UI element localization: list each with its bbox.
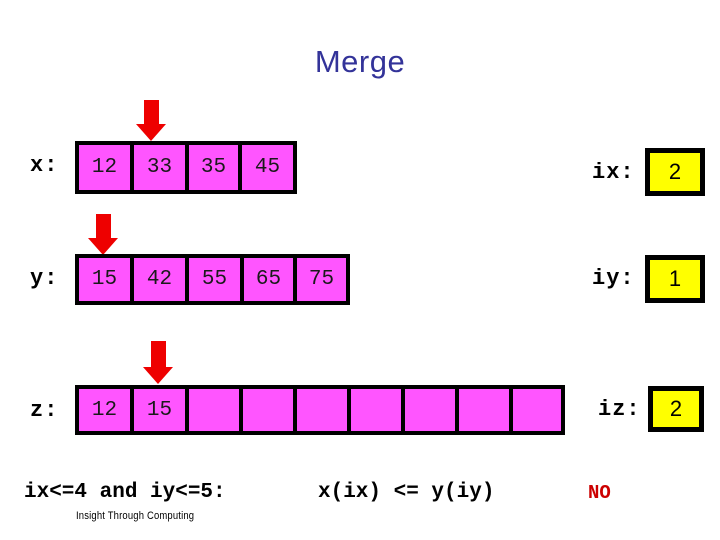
array-cell-y-4[interactable]: 75: [297, 258, 346, 301]
array-cell-y-2[interactable]: 55: [189, 258, 244, 301]
array-cell-z-8[interactable]: [513, 389, 561, 431]
array-cell-z-4[interactable]: [297, 389, 351, 431]
array-cell-x-1[interactable]: 33: [134, 145, 189, 190]
array-cell-z-3[interactable]: [243, 389, 297, 431]
caption-answer: NO: [588, 482, 611, 504]
caption-comparison: x(ix) <= y(iy): [318, 481, 495, 504]
array-label-x: x:: [30, 153, 59, 178]
array-y: 15 42 55 65 75: [75, 254, 350, 305]
arrow-shaft: [95, 214, 111, 238]
pointer-arrow-z: [143, 341, 173, 384]
arrow-shaft: [143, 100, 159, 124]
array-cell-x-3[interactable]: 45: [242, 145, 293, 190]
array-z: 12 15: [75, 385, 565, 435]
array-label-z: z:: [30, 398, 59, 423]
array-x: 12 33 35 45: [75, 141, 297, 194]
page-title: Merge: [314, 44, 406, 79]
array-cell-z-7[interactable]: [459, 389, 513, 431]
scalar-value-ix[interactable]: 2: [645, 148, 705, 196]
scalar-value-iz[interactable]: 2: [648, 386, 704, 432]
arrow-head: [88, 238, 118, 255]
array-cell-z-5[interactable]: [351, 389, 405, 431]
array-cell-x-2[interactable]: 35: [189, 145, 242, 190]
scalar-label-ix: ix:: [592, 160, 635, 185]
caption-condition: ix<=4 and iy<=5:: [24, 481, 226, 504]
array-cell-y-1[interactable]: 42: [134, 258, 189, 301]
array-cell-z-0[interactable]: 12: [79, 389, 134, 431]
array-cell-x-0[interactable]: 12: [79, 145, 134, 190]
pointer-arrow-x: [136, 100, 166, 141]
array-cell-y-0[interactable]: 15: [79, 258, 134, 301]
pointer-arrow-y: [88, 214, 118, 255]
array-cell-y-3[interactable]: 65: [244, 258, 297, 301]
scalar-label-iz: iz:: [598, 397, 641, 422]
arrow-head: [143, 367, 173, 384]
scalar-value-iy[interactable]: 1: [645, 255, 705, 303]
array-cell-z-1[interactable]: 15: [134, 389, 189, 431]
array-cell-z-2[interactable]: [189, 389, 243, 431]
scalar-label-iy: iy:: [592, 266, 635, 291]
array-label-y: y:: [30, 266, 59, 291]
arrow-head: [136, 124, 166, 141]
array-cell-z-6[interactable]: [405, 389, 459, 431]
footer-branding: Insight Through Computing: [76, 510, 195, 522]
arrow-shaft: [150, 341, 166, 367]
